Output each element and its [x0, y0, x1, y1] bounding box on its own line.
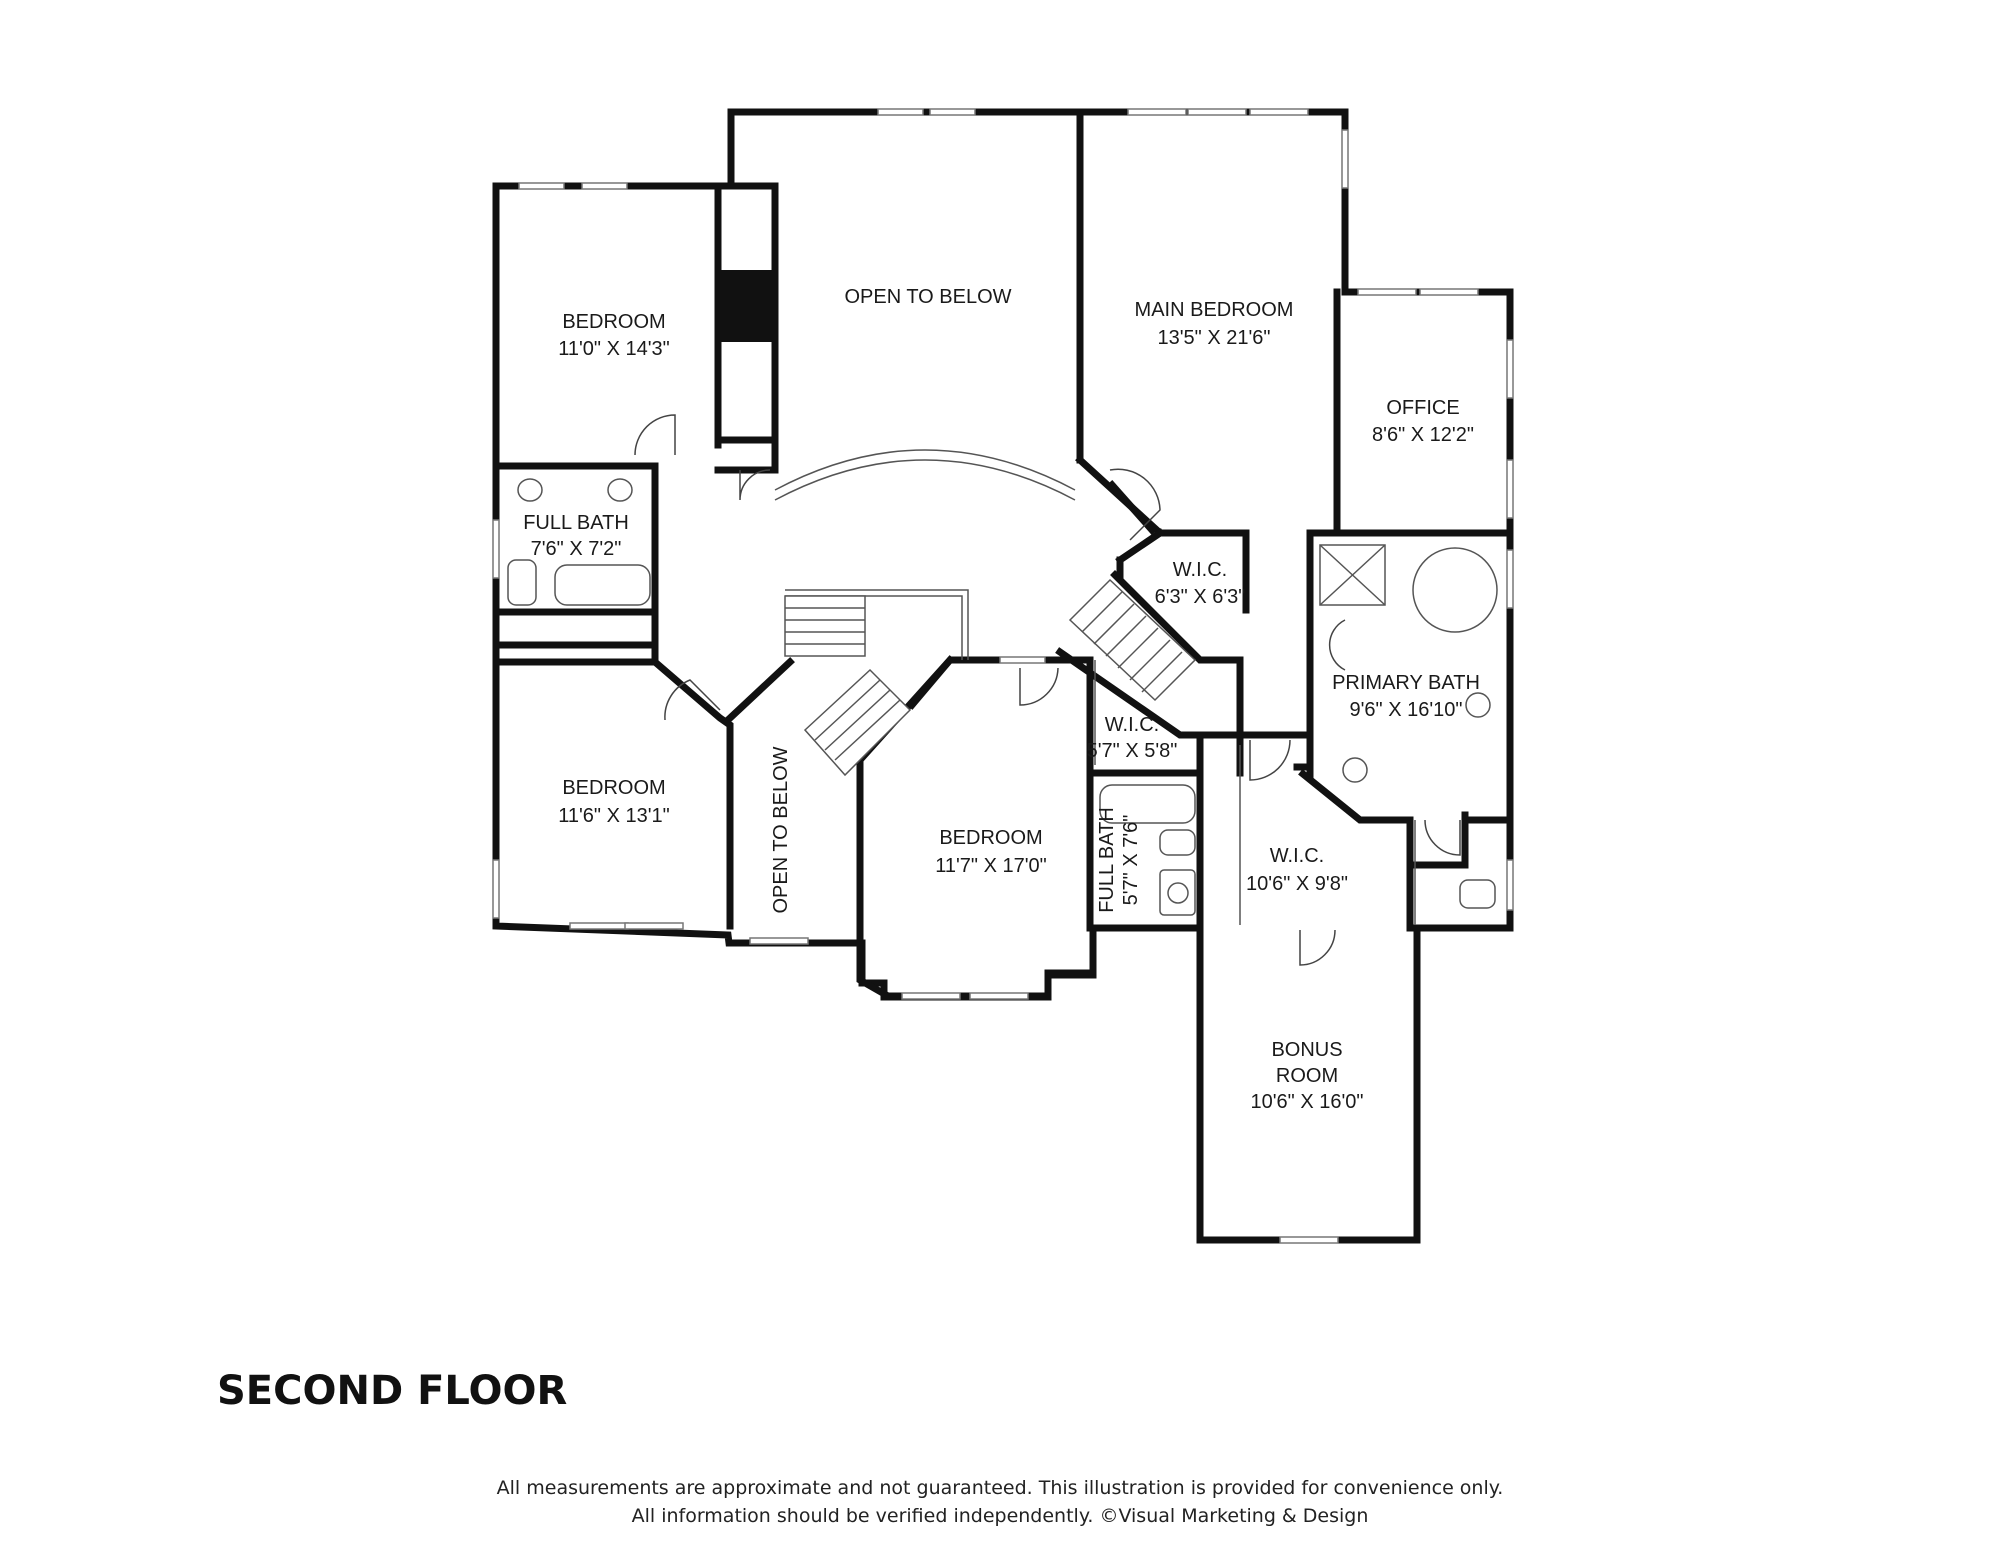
room-name-bedroom-south: BEDROOM	[939, 827, 1042, 849]
room-name-bedroom-sw: BEDROOM	[562, 777, 665, 799]
door-swing	[1249, 739, 1291, 781]
room-size-bedroom-nw: 11'0" X 14'3"	[558, 338, 670, 360]
interior-walls	[492, 108, 1514, 1000]
room-name-bedroom-nw: BEDROOM	[562, 311, 665, 333]
railing-curve	[774, 459, 1076, 501]
staircase	[784, 578, 1197, 777]
room-name-wic-small: W.I.C.	[1105, 714, 1159, 736]
room-name-primary-bath: PRIMARY BATH	[1332, 672, 1480, 694]
sink-icon	[1167, 882, 1189, 904]
room-name-office: OFFICE	[1386, 397, 1459, 419]
fixtures	[507, 478, 1498, 925]
door-swing	[1299, 929, 1336, 966]
sink-icon	[517, 478, 543, 502]
room-labels: BEDROOM 11'0" X 14'3" OPEN TO BELOW MAIN…	[523, 286, 1480, 1113]
room-name-full-bath-center: FULL BATH	[1096, 807, 1118, 913]
door-swing	[634, 414, 676, 456]
room-name-open-to-below-side: OPEN TO BELOW	[770, 746, 792, 913]
room-size-full-bath-west: 7'6" X 7'2"	[531, 538, 622, 560]
toilet-icon	[1459, 879, 1496, 909]
room-name-wic-upper: W.I.C.	[1173, 559, 1227, 581]
door-swing	[1019, 667, 1059, 706]
room-size-bedroom-south: 11'7" X 17'0"	[935, 855, 1047, 877]
sink-icon	[607, 478, 633, 502]
room-name-main-bedroom: MAIN BEDROOM	[1135, 299, 1294, 321]
room-size-wic-large: 10'6" X 9'8"	[1246, 873, 1348, 895]
railing-curve-inner	[774, 449, 1076, 491]
room-size-full-bath-center: 5'7" X 7'6"	[1120, 815, 1142, 906]
door-swing	[1328, 619, 1346, 671]
room-size-primary-bath: 9'6" X 16'10"	[1349, 699, 1462, 721]
windows	[492, 108, 1514, 1244]
room-name-open-to-below: OPEN TO BELOW	[844, 286, 1011, 308]
bathtub-icon	[554, 564, 651, 606]
room-size-office: 8'6" X 12'2"	[1372, 424, 1474, 446]
disclaimer-line-1: All measurements are approximate and not…	[496, 1477, 1504, 1499]
room-size-bedroom-sw: 11'6" X 13'1"	[558, 805, 670, 827]
room-size-main-bedroom: 13'5" X 21'6"	[1157, 327, 1270, 349]
door-swing	[664, 679, 721, 721]
room-name-bonus: BONUS	[1271, 1039, 1342, 1061]
doors	[634, 414, 1461, 966]
toilet-icon	[507, 559, 537, 606]
room-size-wic-upper: 6'3" X 6'3"	[1155, 586, 1246, 608]
bathtub-icon	[1412, 547, 1498, 633]
bathtub-icon	[1099, 784, 1196, 824]
door-swing	[739, 469, 771, 501]
room-name-full-bath-west: FULL BATH	[523, 512, 629, 534]
room-name-bonus-line2: ROOM	[1276, 1065, 1338, 1087]
room-size-wic-small: 5'7" X 5'8"	[1087, 740, 1178, 762]
disclaimer-line-2: All information should be verified indep…	[631, 1505, 1369, 1527]
door-swing	[1424, 819, 1461, 856]
chimney-fill	[720, 270, 773, 342]
sink-icon	[1342, 757, 1368, 783]
toilet-icon	[1159, 829, 1196, 856]
door-swing	[1109, 468, 1161, 541]
room-size-bonus: 10'6" X 16'0"	[1250, 1091, 1363, 1113]
floor-title: SECOND FLOOR	[217, 1368, 568, 1414]
room-name-wic-large: W.I.C.	[1270, 845, 1324, 867]
sink-icon	[1465, 692, 1491, 718]
